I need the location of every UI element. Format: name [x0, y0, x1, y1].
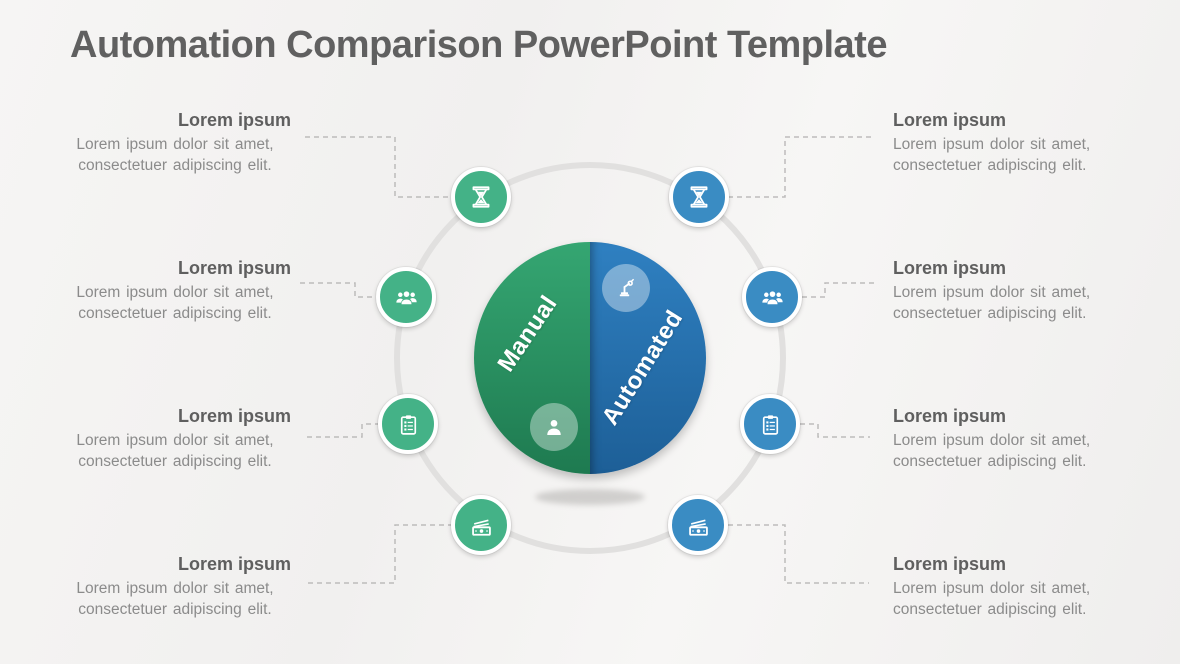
- manual-half: [474, 242, 590, 474]
- text-block-left-4: Lorem ipsum Lorem ipsum dolor sit amet, …: [59, 554, 291, 620]
- block-heading: Lorem ipsum: [177, 258, 291, 278]
- node-bubble-manual-checklist: [378, 394, 438, 454]
- block-body: Lorem ipsum dolor sit amet, consectetuer…: [893, 580, 1091, 618]
- block-body: Lorem ipsum dolor sit amet, consectetuer…: [893, 136, 1091, 174]
- node-bubble-manual-cost: [451, 495, 511, 555]
- clipboard-checklist-icon: [758, 412, 783, 437]
- text-block-right-1: Lorem ipsum Lorem ipsum dolor sit amet, …: [893, 110, 1131, 176]
- text-block-right-3: Lorem ipsum Lorem ipsum dolor sit amet, …: [893, 406, 1131, 472]
- hourglass-icon: [468, 184, 494, 210]
- text-block-left-1: Lorem ipsum Lorem ipsum dolor sit amet, …: [59, 110, 291, 176]
- block-heading: Lorem ipsum: [177, 110, 291, 130]
- clipboard-checklist-icon: [396, 412, 421, 437]
- robot-arm-icon: [602, 264, 650, 312]
- block-body: Lorem ipsum dolor sit amet, consectetuer…: [893, 284, 1091, 322]
- hourglass-icon: [686, 184, 712, 210]
- people-group-icon: [393, 284, 420, 311]
- slide-title: Automation Comparison PowerPoint Templat…: [70, 24, 887, 66]
- text-block-left-3: Lorem ipsum Lorem ipsum dolor sit amet, …: [59, 406, 291, 472]
- automated-half: [590, 242, 706, 474]
- block-heading: Lorem ipsum: [893, 110, 1007, 130]
- node-bubble-manual-time: [451, 167, 511, 227]
- block-body: Lorem ipsum dolor sit amet, consectetuer…: [76, 432, 274, 470]
- block-heading: Lorem ipsum: [177, 406, 291, 426]
- block-body: Lorem ipsum dolor sit amet, consectetuer…: [76, 136, 274, 174]
- comparison-hub: Manual Automated: [474, 242, 706, 474]
- block-body: Lorem ipsum dolor sit amet, consectetuer…: [893, 432, 1091, 470]
- text-block-right-4: Lorem ipsum Lorem ipsum dolor sit amet, …: [893, 554, 1131, 620]
- block-body: Lorem ipsum dolor sit amet, consectetuer…: [76, 284, 274, 322]
- node-bubble-automated-cost: [668, 495, 728, 555]
- dashed-connectors: [300, 136, 877, 584]
- block-body: Lorem ipsum dolor sit amet, consectetuer…: [76, 580, 274, 618]
- node-bubble-automated-time: [669, 167, 729, 227]
- text-block-left-2: Lorem ipsum Lorem ipsum dolor sit amet, …: [59, 258, 291, 324]
- block-heading: Lorem ipsum: [893, 258, 1007, 278]
- people-group-icon: [759, 284, 786, 311]
- node-bubble-manual-people: [376, 267, 436, 327]
- cash-icon: [468, 512, 495, 539]
- block-heading: Lorem ipsum: [893, 554, 1007, 574]
- node-bubble-automated-people: [742, 267, 802, 327]
- person-icon: [530, 403, 578, 451]
- hub-ground-shadow: [535, 489, 645, 505]
- block-heading: Lorem ipsum: [893, 406, 1007, 426]
- text-block-right-2: Lorem ipsum Lorem ipsum dolor sit amet, …: [893, 258, 1131, 324]
- block-heading: Lorem ipsum: [177, 554, 291, 574]
- cash-icon: [685, 512, 712, 539]
- node-bubble-automated-checklist: [740, 394, 800, 454]
- orbit-ring: [394, 162, 786, 554]
